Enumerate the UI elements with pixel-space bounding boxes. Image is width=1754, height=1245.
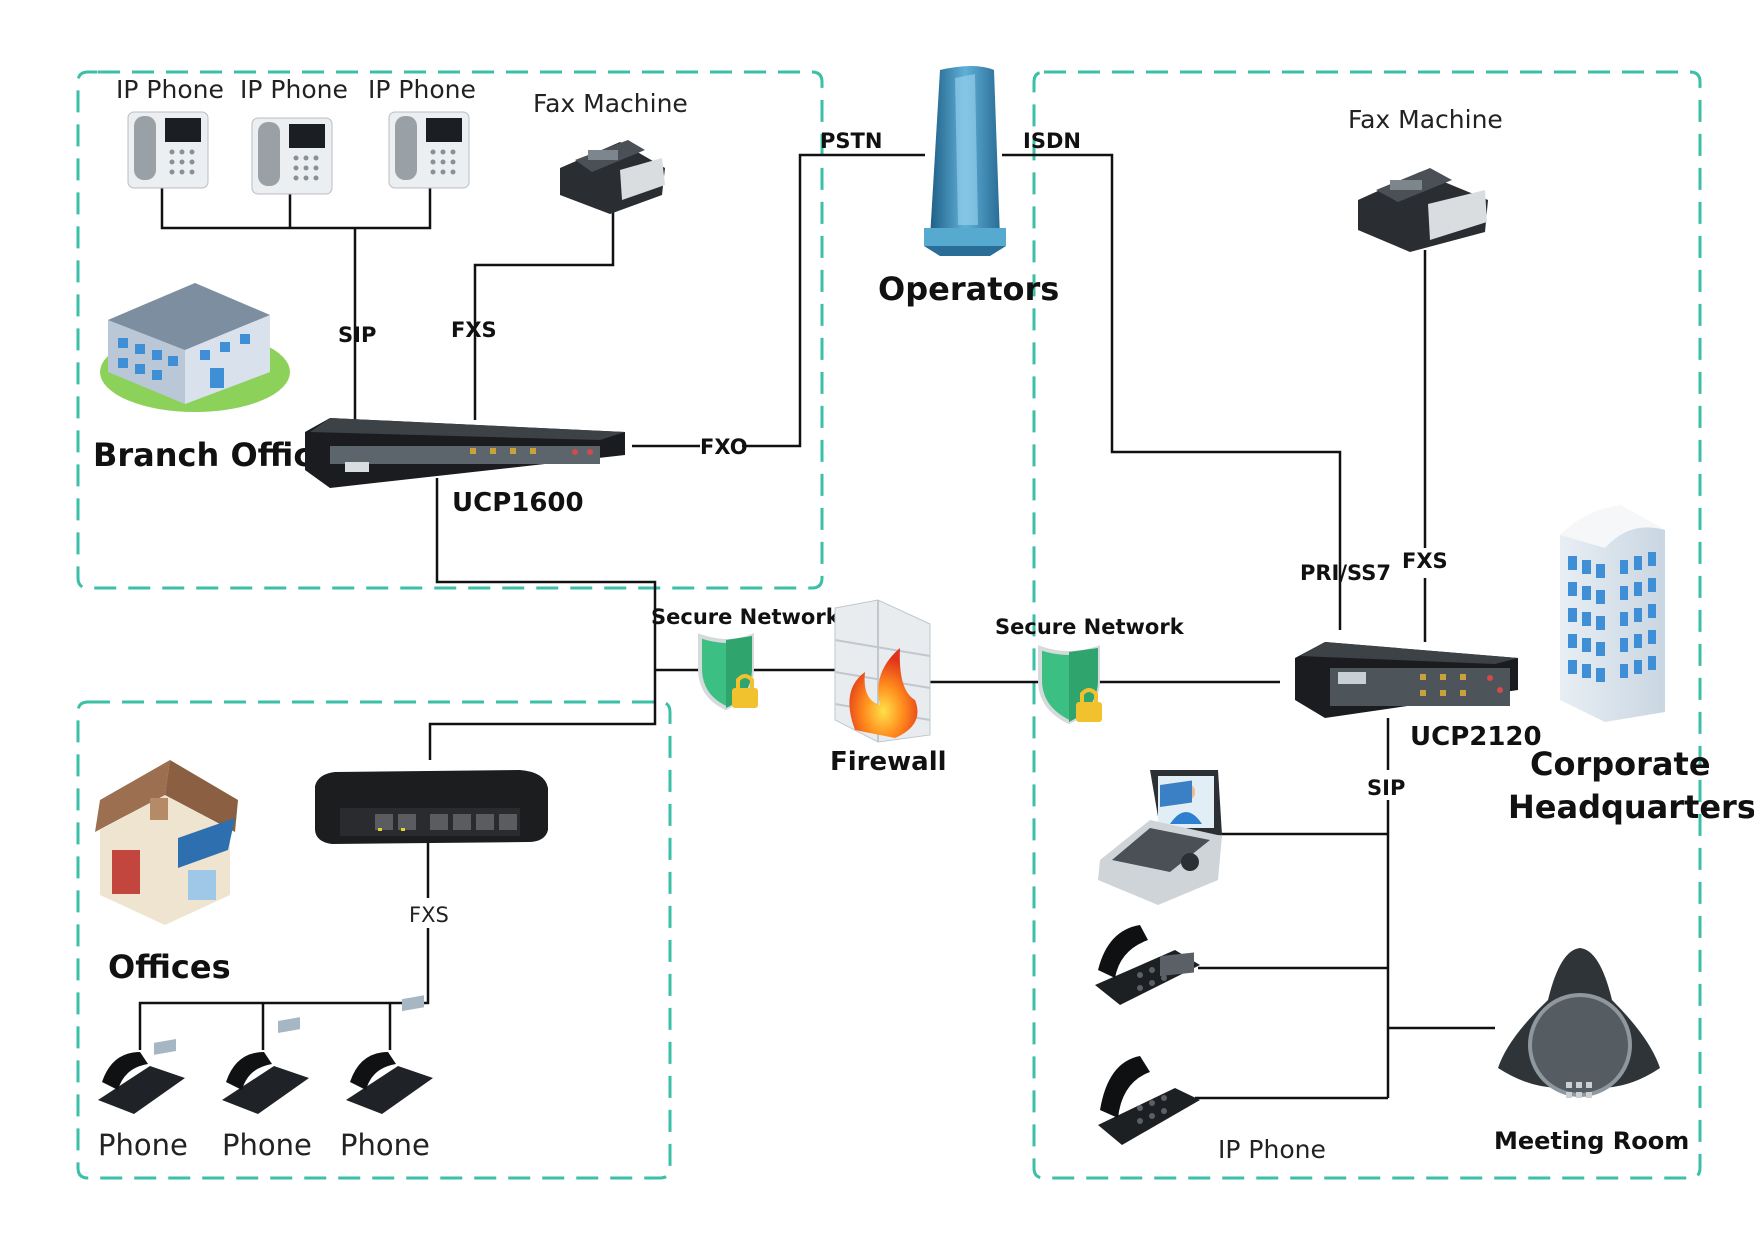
ucp2120-label: UCP2120 xyxy=(1410,722,1542,752)
phone-label-3: Phone xyxy=(340,1128,430,1162)
zone-title-hq-line2: Headquarters xyxy=(1508,788,1754,826)
zone-corporate-hq xyxy=(1032,70,1702,1180)
ip-phone-3 xyxy=(388,111,470,189)
ip-phone-1 xyxy=(127,111,209,189)
desk-ip-phone-icon-2 xyxy=(1098,952,1200,1145)
shield-lock-icon-left xyxy=(698,633,758,711)
link-label-fxs-branch: FXS xyxy=(451,318,497,342)
fax-machine-branch xyxy=(560,140,665,214)
ip-phone-label-hq: IP Phone xyxy=(1218,1135,1326,1164)
link-label-fxo-branch: FXO xyxy=(700,435,748,459)
phone-label-1: Phone xyxy=(98,1128,188,1162)
link-label-fxs-offices: FXS xyxy=(409,903,449,927)
zone-title-branch: Branch Office xyxy=(93,436,334,474)
zone-branch-office xyxy=(76,70,824,590)
house-offices-icon xyxy=(95,760,238,925)
phone-icon-2 xyxy=(222,1017,309,1114)
link-label-fxs-hq: FXS xyxy=(1402,549,1448,573)
skyscraper-hq-icon xyxy=(1560,505,1665,722)
ip-phone-label-1: IP Phone xyxy=(116,75,224,104)
link-label-sip-branch: SIP xyxy=(338,323,376,347)
ucp2120-device xyxy=(1295,642,1518,718)
building-branch-icon xyxy=(100,283,290,412)
link-label-pri-ss7: PRI/SS7 xyxy=(1300,561,1391,585)
conference-phone-icon xyxy=(1498,948,1660,1098)
shield-lock-icon-right xyxy=(1038,645,1102,725)
ip-phone-2 xyxy=(251,117,333,195)
firewall-icon xyxy=(834,599,931,743)
offices-gateway-device xyxy=(315,770,548,844)
meeting-room-label: Meeting Room xyxy=(1494,1127,1689,1155)
zone-title-hq-line1: Corporate xyxy=(1530,745,1711,783)
trunk-label-pstn: PSTN xyxy=(820,129,882,153)
phone-icon-1 xyxy=(98,1038,185,1114)
secure-network-label-left: Secure Network xyxy=(651,605,841,629)
ucp1600-device xyxy=(305,418,625,488)
operators-label: Operators xyxy=(878,270,1059,308)
fax-label-hq: Fax Machine xyxy=(1348,105,1503,134)
secure-network-label-right: Secure Network xyxy=(995,615,1185,639)
link-label-sip-hq: SIP xyxy=(1367,776,1405,800)
zone-title-offices: Offices xyxy=(108,948,231,986)
ucp1600-label: UCP1600 xyxy=(452,488,584,518)
firewall-label: Firewall xyxy=(830,747,947,777)
fax-label-branch: Fax Machine xyxy=(533,89,688,118)
operators-tower-icon xyxy=(924,66,1006,256)
zone-offices xyxy=(76,700,672,1180)
trunk-label-isdn: ISDN xyxy=(1023,129,1081,153)
fax-machine-hq xyxy=(1358,168,1488,252)
connection-lines xyxy=(138,153,1495,1100)
ip-phone-label-2: IP Phone xyxy=(240,75,348,104)
ip-phone-label-3: IP Phone xyxy=(368,75,476,104)
phone-icon-3 xyxy=(346,995,433,1114)
phone-label-2: Phone xyxy=(222,1128,312,1162)
